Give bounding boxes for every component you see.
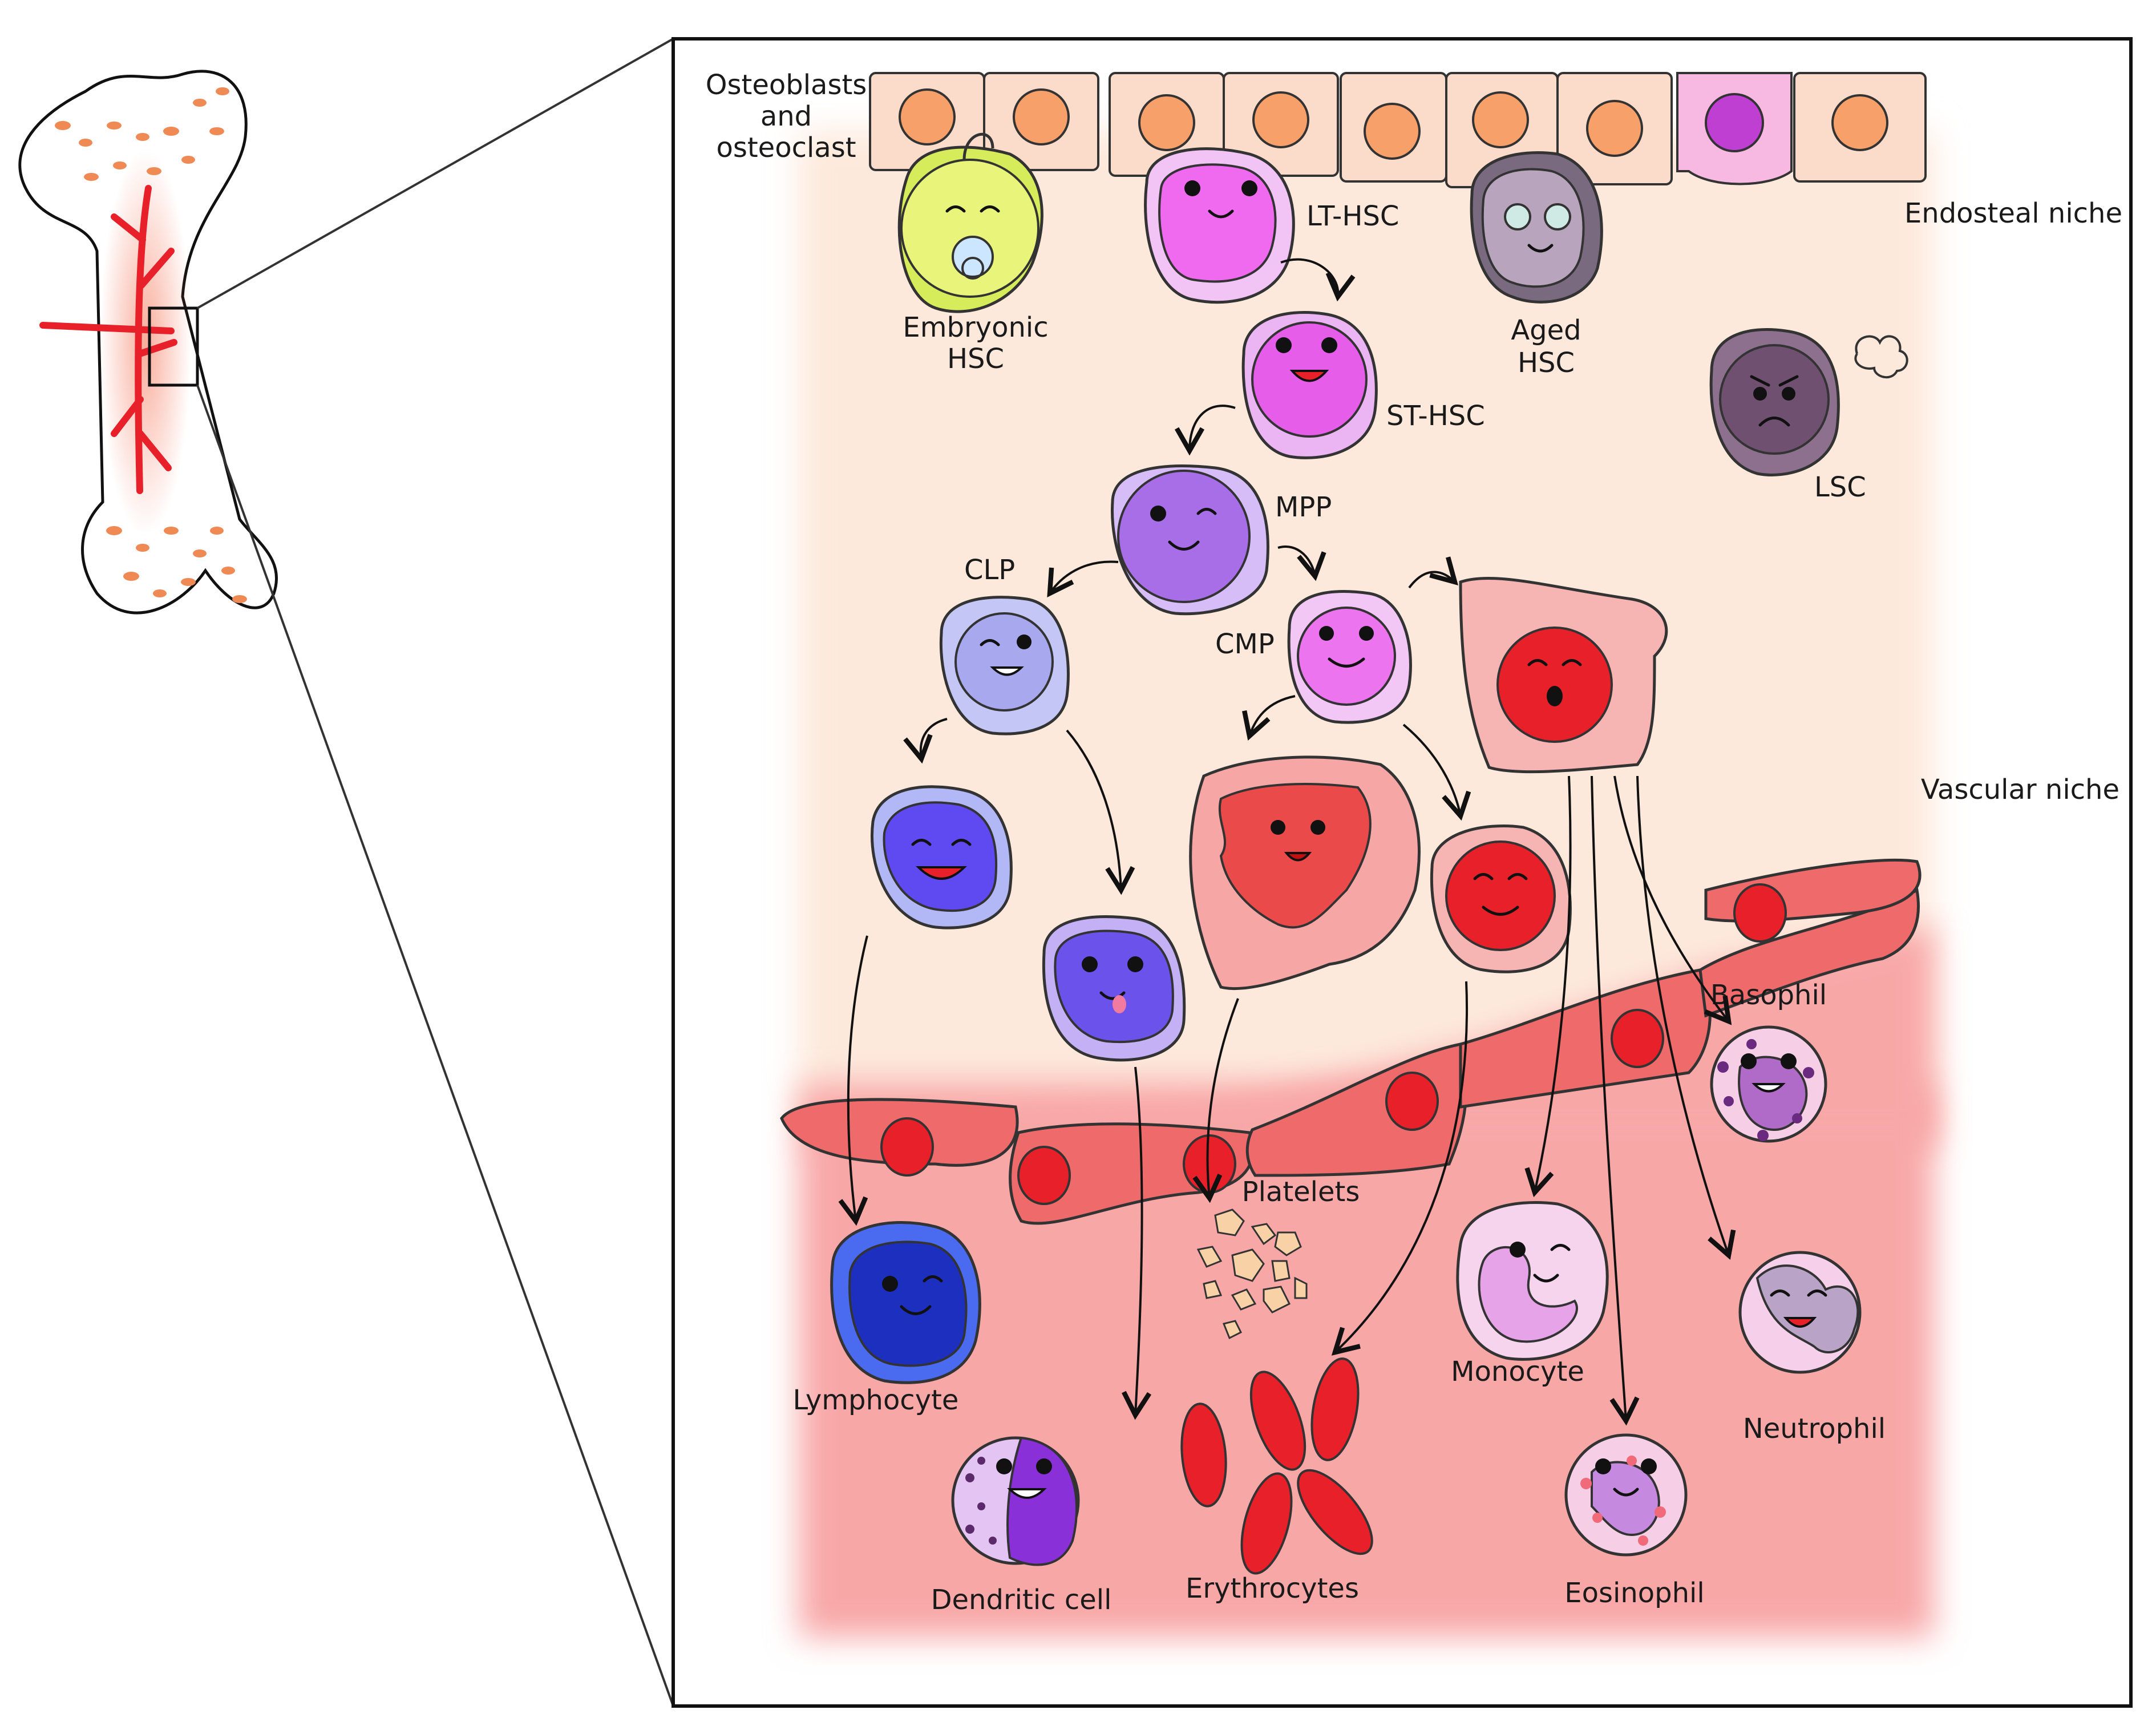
hair-curl <box>962 132 994 160</box>
lymphocyte-label: Lymphocyte <box>793 1384 959 1416</box>
lymphoid-progenitor-b <box>1042 915 1186 1062</box>
clp-label: CLP <box>964 554 1015 586</box>
platelets-cluster <box>1196 1208 1308 1340</box>
st-hsc-label: ST-HSC <box>1386 400 1485 432</box>
erythroid-progenitor-cell <box>1430 824 1572 973</box>
lsc-label: LSC <box>1814 471 1866 503</box>
osteoblast-label-line3: osteoclast <box>716 132 856 164</box>
megakaryocyte-cell <box>1189 755 1421 991</box>
embryonic-hsc-label: Embryonic HSC <box>903 312 1048 375</box>
cmp-label: CMP <box>1215 628 1275 660</box>
differentiation-arrows <box>838 258 1736 1426</box>
clp-cell <box>939 596 1070 735</box>
embryonic-hsc-cell <box>897 132 1043 313</box>
lt-hsc-label: LT-HSC <box>1306 200 1399 232</box>
platelets-label: Platelets <box>1242 1176 1360 1208</box>
vascular-background-upper <box>799 924 1934 1147</box>
endothelial-cell <box>1698 888 1920 1018</box>
neutrophil-label: Neutrophil <box>1743 1413 1886 1445</box>
lymphocyte-cell <box>830 1221 981 1384</box>
cmp-cell <box>1287 590 1412 724</box>
erythrocytes-label: Erythrocytes <box>1186 1573 1359 1604</box>
bone-illustration <box>18 70 278 615</box>
zoom-region-box <box>148 306 199 387</box>
endothelial-cell <box>1459 968 1712 1109</box>
osteoblast-label-line2: and <box>761 100 812 132</box>
monocyte-label: Monocyte <box>1451 1356 1584 1388</box>
monocyte-cell <box>1456 1201 1609 1361</box>
eosinophil-cell <box>1564 1433 1688 1557</box>
dendritic-cell-label: Dendritic cell <box>931 1584 1112 1616</box>
embryonic-hsc-label-line2: HSC <box>947 343 1004 375</box>
endothelial-nuclei <box>880 883 1787 1205</box>
basophil-cell <box>1710 1025 1827 1143</box>
zoom-lines <box>196 38 674 1707</box>
osteoclast-nucleus <box>1705 93 1764 152</box>
erythrocytes-cluster <box>1180 1357 1373 1575</box>
bone-vessels <box>39 185 177 494</box>
aged-hsc-label-line1: Aged <box>1511 314 1581 346</box>
lsc-cell <box>1709 328 1908 476</box>
st-hsc-cell <box>1241 311 1378 459</box>
osteoblast-layer <box>869 72 1927 188</box>
embryonic-hsc-label-line1: Embryonic <box>903 312 1048 343</box>
spongy-bone-dots-top <box>55 87 229 181</box>
lt-hsc-cell <box>1144 147 1295 304</box>
spongy-bone-dots-bottom <box>106 526 247 603</box>
aged-hsc-label-line2: HSC <box>1518 347 1575 379</box>
puff-icon <box>1854 335 1908 379</box>
eosinophil-label: Eosinophil <box>1564 1577 1704 1609</box>
vascular-niche-label: Vascular niche <box>1921 774 2119 806</box>
mpp-label: MPP <box>1275 491 1332 523</box>
neutrophil-cell <box>1738 1251 1862 1374</box>
aged-hsc-label: Aged HSC <box>1511 314 1581 379</box>
basophil-label: Basophil <box>1710 979 1827 1011</box>
osteoblast-label: Osteoblasts and osteoclast <box>706 69 867 164</box>
lymphoid-progenitor-a <box>871 785 1013 929</box>
osteoblast-nuclei <box>899 88 1888 160</box>
aged-hsc-cell <box>1470 151 1603 304</box>
mpp-cell <box>1111 464 1269 616</box>
osteoblast-label-line1: Osteoblasts <box>706 69 867 101</box>
dendritic-cell <box>951 1436 1080 1566</box>
endosteal-niche-label: Endosteal niche <box>1904 197 2122 229</box>
progenitor-large-cell <box>1459 576 1668 774</box>
marrow-glow <box>100 148 191 536</box>
